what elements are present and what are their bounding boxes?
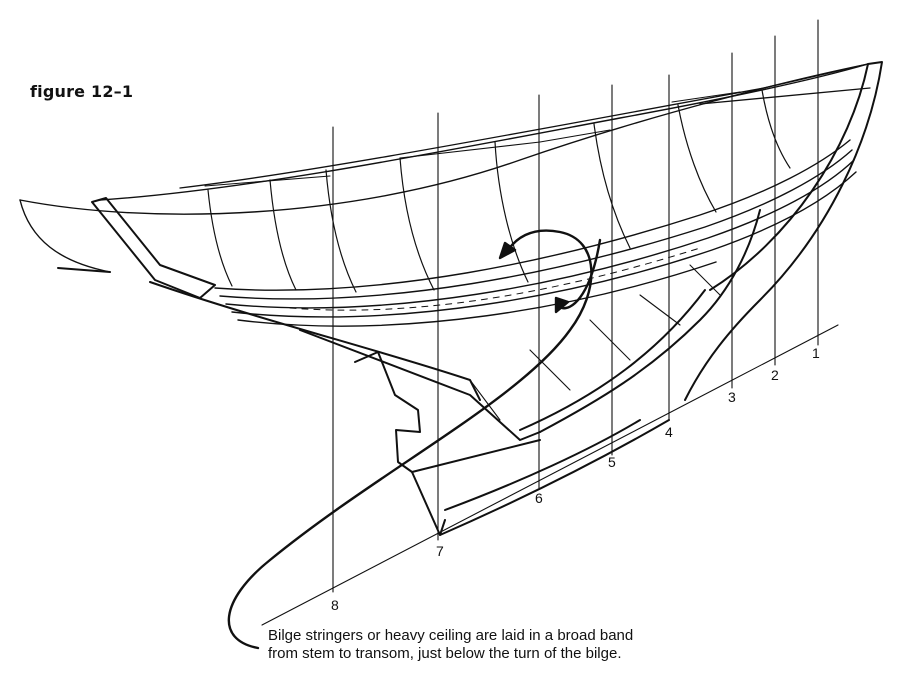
stringer-fastening-line <box>289 247 701 311</box>
station-label-3: 3 <box>728 389 736 405</box>
frames <box>207 89 791 293</box>
floors <box>469 264 721 421</box>
station-label-2: 2 <box>771 367 779 383</box>
station-labels: 1 2 3 4 5 6 7 8 <box>331 345 820 613</box>
caption-line-2: from stem to transom, just below the tur… <box>268 645 622 662</box>
thwarts <box>204 91 741 187</box>
station-label-4: 4 <box>665 424 673 440</box>
station-lines <box>332 19 819 593</box>
figure-title: figure 12–1 <box>30 82 134 101</box>
station-label-5: 5 <box>608 454 616 470</box>
stem <box>684 61 883 401</box>
bilge-stringers <box>214 139 857 327</box>
transom <box>57 197 216 299</box>
station-label-6: 6 <box>535 490 543 506</box>
station-label-7: 7 <box>436 543 444 559</box>
station-label-1: 1 <box>812 345 820 361</box>
leader-line <box>227 229 602 650</box>
caption-line-1: Bilge stringers or heavy ceiling are lai… <box>268 627 634 644</box>
deadwood <box>354 351 670 536</box>
station-label-8: 8 <box>331 597 339 613</box>
gunwale <box>179 63 871 189</box>
sheer-line <box>19 63 869 273</box>
keel <box>149 209 761 441</box>
baseline <box>261 324 839 626</box>
